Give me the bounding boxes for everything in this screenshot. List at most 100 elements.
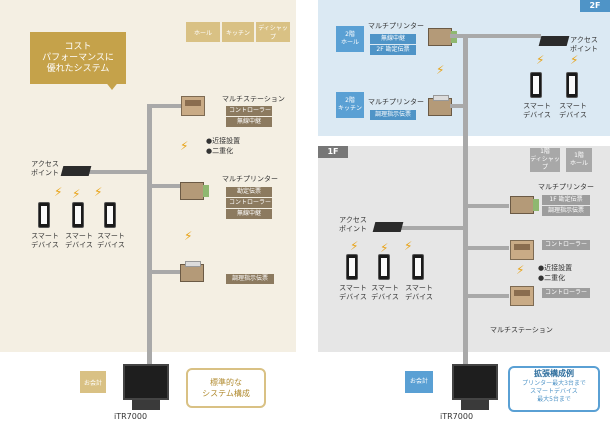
station-1f-b-device — [510, 286, 534, 306]
network-trunk — [147, 104, 152, 366]
tag-cook-slip: 調理指示伝票 — [370, 110, 416, 120]
printer-2f-b-title: マルチプリンター — [368, 98, 424, 106]
location-dishup-label: ディシャップ — [258, 25, 288, 41]
smart-device-icon — [566, 72, 578, 98]
tag-wireless-relay: 無線中継 — [226, 209, 272, 219]
lightning-icon: ⚡ — [72, 187, 81, 201]
branch-ap-1f — [392, 226, 464, 230]
tag-cook-slip: 調理指示伝票 — [542, 206, 590, 216]
callout-badge: コスト パフォーマンスに 優れたシステム — [30, 32, 126, 84]
tag-controller: コントローラー — [226, 198, 272, 208]
smart-device-icon — [530, 72, 542, 98]
smart-device-icon — [104, 202, 116, 228]
callout-line-2: パフォーマンスに — [42, 52, 114, 63]
location-kitchen: キッチン — [222, 22, 254, 42]
terminal-name: iTR7000 — [114, 412, 148, 421]
lightning-icon: ⚡ — [54, 185, 63, 199]
branch-1f-station-a — [467, 246, 509, 250]
callout-line-1: コスト — [64, 41, 92, 52]
tag-cook-slip: 調理指示伝票 — [226, 274, 274, 284]
smart-device-icon — [378, 254, 390, 280]
branch-ap — [86, 170, 148, 174]
smart-device-icon — [412, 254, 424, 280]
lightning-icon: ⚡ — [436, 63, 445, 77]
printer-2f-a-device — [428, 28, 457, 46]
callout-tail — [104, 80, 120, 90]
branch-station — [147, 104, 181, 108]
station-1f-a-device — [510, 240, 534, 260]
access-point-1f-device — [372, 222, 404, 232]
lightning-icon: ⚡ — [380, 241, 389, 255]
terminal-stand — [132, 400, 160, 410]
lightning-icon: ⚡ — [516, 263, 525, 277]
smart-device-label: スマートデバイス — [31, 232, 59, 249]
lightning-icon: ⚡ — [180, 139, 189, 153]
standard-config-summary: 標準的な システム構成 — [186, 368, 266, 408]
checkout-badge-right: お会計 — [405, 371, 433, 393]
lightning-icon: ⚡ — [570, 53, 579, 67]
expanded-config-summary: 拡張構成例 プリンター最大3台まで スマートデバイス 最大5台まで — [508, 366, 600, 412]
lightning-icon: ⚡ — [184, 229, 193, 243]
branch-2f-b — [450, 104, 464, 108]
smart-device-label: スマートデバイス — [405, 284, 433, 301]
lightning-icon: ⚡ — [536, 53, 545, 67]
station-1f-title: マルチステーション — [490, 326, 553, 334]
access-point-2f-device — [538, 36, 570, 46]
branch-1f-printer — [467, 204, 509, 208]
access-point-2f-label: アクセスポイント — [570, 36, 598, 53]
branch-printer — [147, 184, 181, 188]
location-kitchen-label: キッチン — [225, 29, 250, 37]
branch-1f-station-b — [467, 294, 509, 298]
tag-controller: コントローラー — [226, 106, 272, 116]
lightning-icon: ⚡ — [404, 239, 413, 253]
terminal-name-right: iTR7000 — [440, 412, 474, 421]
multiprinter-device — [180, 182, 209, 200]
note-redundancy: ●二重化 — [538, 274, 566, 282]
expanded-config-title: 拡張構成例 — [534, 369, 574, 378]
branch-ap-2f — [467, 34, 541, 38]
expanded-config-line-3: 最大5台まで — [537, 396, 571, 403]
kitchen-printer-device — [180, 261, 204, 282]
smart-device-label: スマートデバイス — [371, 284, 399, 301]
printer-2f-b-device — [428, 95, 452, 116]
location-hall: ホール — [186, 22, 220, 42]
tag-2f-bill-slip: 2F 勘定伝票 — [370, 45, 416, 55]
location-hall-label: ホール — [193, 29, 212, 37]
expanded-config-line-2: スマートデバイス — [530, 388, 578, 395]
smart-device-icon — [72, 202, 84, 228]
location-2f-hall: 2階ホール — [336, 26, 364, 52]
note-proximity: ●近接設置 — [206, 137, 241, 145]
smart-device-label: スマートデバイス — [339, 284, 367, 301]
itr7000-terminal-icon-right — [452, 364, 498, 400]
network-trunk-right-1f — [463, 146, 468, 366]
checkout-badge: お会計 — [80, 371, 106, 393]
lightning-icon: ⚡ — [94, 185, 103, 199]
tag-1f-bill-slip: 1F 勘定伝票 — [542, 195, 590, 205]
tag-controller: コントローラー — [542, 240, 590, 250]
callout-line-3: 優れたシステム — [46, 63, 110, 74]
access-point-1f-label: アクセスポイント — [339, 216, 367, 233]
floor-2f-label: 2F — [580, 0, 610, 12]
printer-1f-device — [510, 196, 539, 214]
smart-device-icon — [346, 254, 358, 280]
lightning-icon: ⚡ — [350, 239, 359, 253]
printer-2f-a-title: マルチプリンター — [368, 22, 424, 30]
access-point-label: アクセスポイント — [31, 160, 59, 177]
branch-cook-printer — [147, 270, 181, 274]
location-2f-kitchen: 2階キッチン — [336, 92, 364, 118]
access-point-device — [60, 166, 92, 176]
floor-1f-label: 1F — [318, 146, 348, 158]
itr7000-terminal-icon — [123, 364, 169, 400]
location-dishup: ディシャップ — [256, 22, 290, 42]
smart-device-label: スマートデバイス — [559, 102, 587, 119]
terminal-stand-right — [461, 400, 489, 410]
tag-bill-slip: 勘定伝票 — [226, 187, 272, 197]
note-proximity: ●近接設置 — [538, 264, 573, 272]
printer-1f-title: マルチプリンター — [538, 183, 594, 191]
multistation-device — [181, 96, 205, 116]
expanded-config-line-1: プリンター最大3台まで — [522, 380, 586, 387]
tag-wireless-relay: 無線中継 — [226, 117, 272, 127]
multistation-title: マルチステーション — [222, 95, 285, 103]
branch-2f-a — [450, 34, 464, 38]
smart-device-label: スマートデバイス — [97, 232, 125, 249]
